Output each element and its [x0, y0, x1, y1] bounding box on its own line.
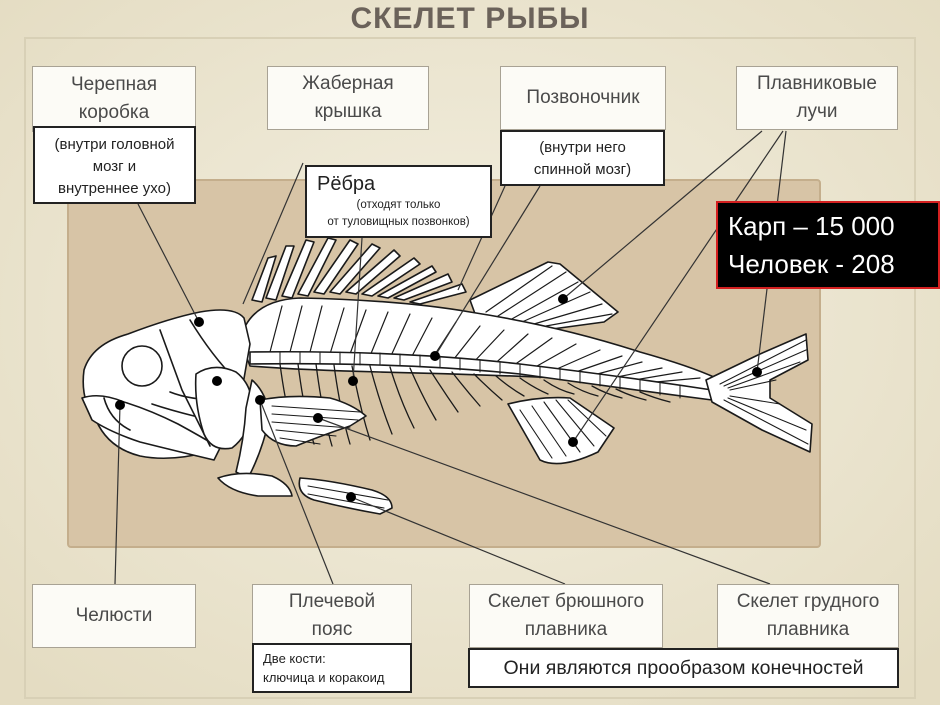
- note-limbs: Они являются прообразом конечностей: [468, 648, 899, 688]
- note-spine: (внутри него спинной мозг): [500, 130, 665, 186]
- label-shoulder-girdle-line1: Плечевой: [288, 591, 376, 612]
- label-pelvic-fin: Скелет брюшного плавника: [469, 584, 663, 648]
- label-gill-cover-line2: крышка: [314, 101, 382, 122]
- label-spine-text: Позвоночник: [526, 87, 640, 108]
- note-skull-line1: (внутри головной: [54, 136, 175, 153]
- label-fin-rays-line1: Плавниковые: [757, 73, 877, 94]
- note-ribs-title: Рёбра: [317, 173, 376, 195]
- label-pelvic-fin-line1: Скелет брюшного: [487, 591, 645, 612]
- note-skull-line2: мозг и: [92, 158, 137, 175]
- note-limbs-text: Они являются прообразом конечностей: [503, 657, 864, 679]
- label-fin-rays-line2: лучи: [796, 101, 838, 122]
- note-skull: (внутри головной мозг и внутреннее ухо): [33, 126, 196, 204]
- label-shoulder-girdle-line2: пояс: [311, 619, 353, 640]
- slide-frame: [24, 37, 916, 699]
- label-fin-rays: Плавниковые лучи: [736, 66, 898, 130]
- label-spine: Позвоночник: [500, 66, 666, 130]
- note-ribs-sub-line2: от туловищных позвонков): [327, 216, 470, 228]
- label-jaws-text: Челюсти: [75, 605, 153, 626]
- label-pectoral-fin-line2: плавника: [766, 619, 850, 640]
- note-shoulder-line2: ключица и коракоид: [263, 670, 385, 685]
- vertebrae-count-carp: Карп – 15 000: [728, 211, 895, 241]
- note-spine-line1: (внутри него: [539, 139, 626, 156]
- label-pectoral-fin: Скелет грудного плавника: [717, 584, 899, 648]
- note-ribs: Рёбра (отходят только от туловищных позв…: [305, 165, 492, 238]
- vertebrae-count-box: Карп – 15 000 Человек - 208: [716, 201, 940, 289]
- label-pelvic-fin-line2: плавника: [524, 619, 608, 640]
- label-shoulder-girdle: Плечевой пояс: [252, 584, 412, 648]
- vertebrae-count-human: Человек - 208: [728, 249, 895, 279]
- note-shoulder-girdle: Две кости: ключица и коракоид: [252, 643, 412, 693]
- label-gill-cover-line1: Жаберная: [302, 73, 394, 94]
- label-skull: Черепная коробка: [32, 66, 196, 132]
- pointer-dots: [115, 294, 762, 502]
- note-shoulder-line1: Две кости:: [263, 651, 326, 666]
- label-jaws: Челюсти: [32, 584, 196, 648]
- slide-title: СКЕЛЕТ РЫБЫ: [350, 2, 590, 35]
- label-skull-line2: коробка: [78, 102, 150, 123]
- label-skull-line1: Черепная: [70, 74, 157, 95]
- label-gill-cover: Жаберная крышка: [267, 66, 429, 130]
- note-skull-line3: внутреннее ухо): [58, 180, 171, 197]
- note-ribs-sub-line1: (отходят только: [356, 199, 441, 211]
- note-spine-line2: спинной мозг): [533, 161, 632, 178]
- label-pectoral-fin-line1: Скелет грудного: [736, 591, 880, 612]
